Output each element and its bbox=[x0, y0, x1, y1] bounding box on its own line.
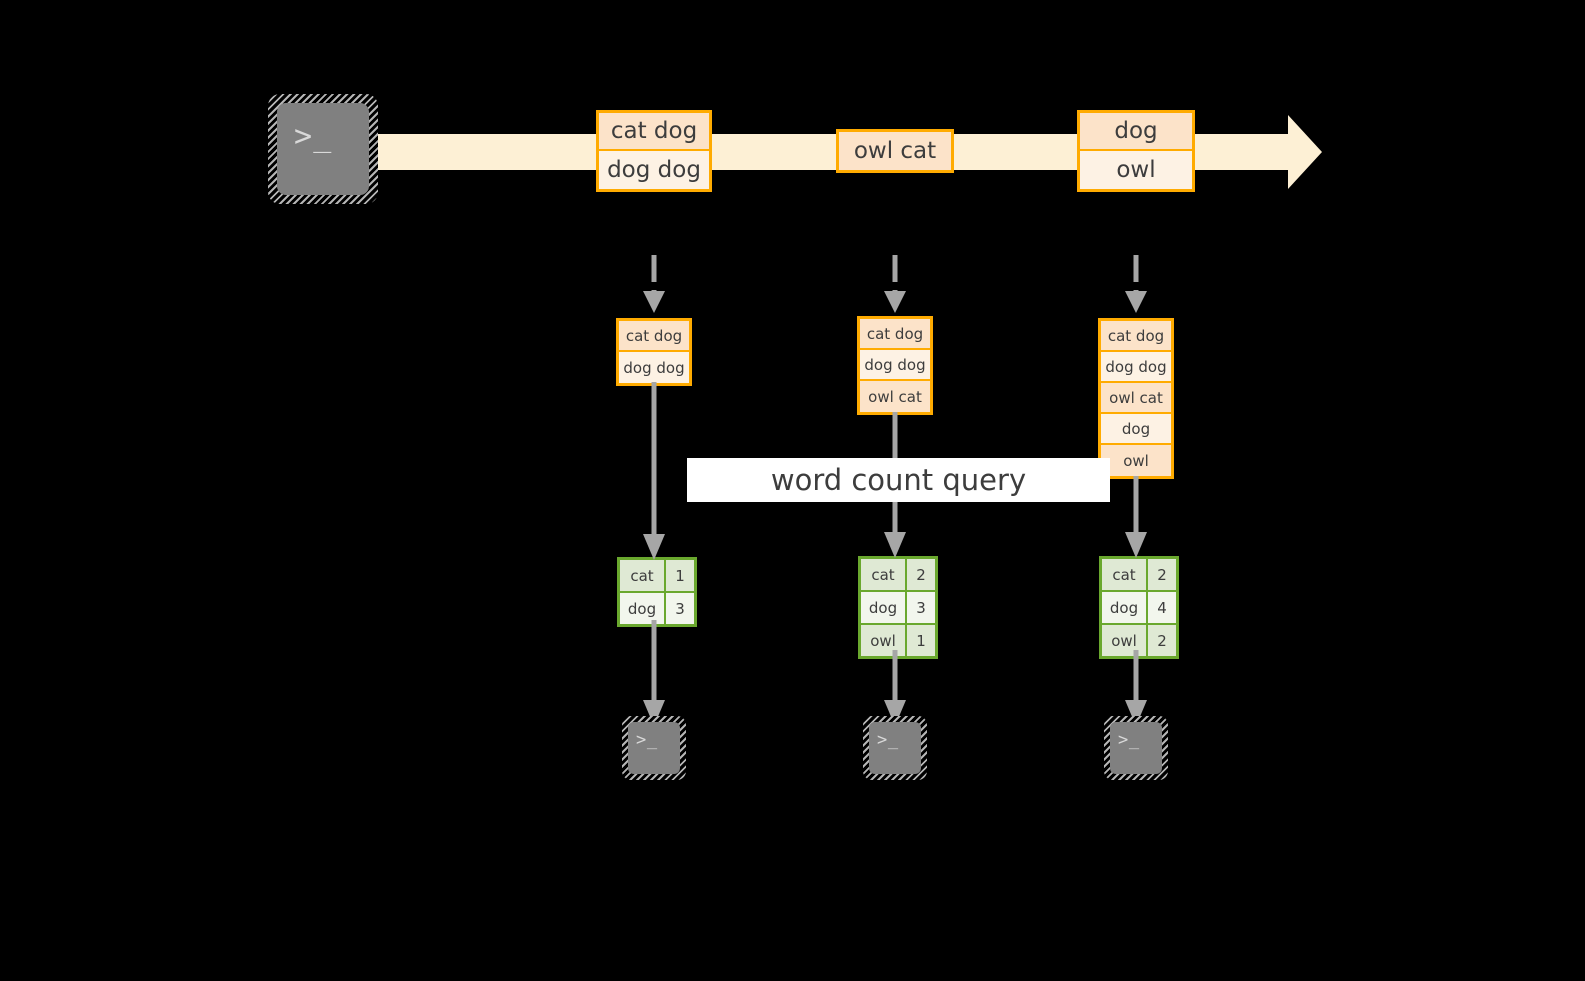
result-word: dog bbox=[861, 592, 907, 623]
snapshot-1-result-table: cat 1 dog 3 bbox=[617, 557, 697, 627]
buffer-line: owl cat bbox=[860, 381, 930, 412]
result-count: 2 bbox=[1148, 559, 1176, 590]
result-row: owl 1 bbox=[861, 625, 935, 656]
buffer-line: dog dog bbox=[1101, 352, 1171, 383]
result-word: dog bbox=[1102, 592, 1148, 623]
snapshot-2-sink-arrow bbox=[880, 650, 910, 728]
snapshot-2-sink-terminal-icon: >_ bbox=[863, 716, 927, 780]
snapshot-3-query-arrow bbox=[1121, 476, 1151, 560]
terminal-screen bbox=[277, 103, 369, 195]
result-row: dog 4 bbox=[1102, 592, 1176, 625]
result-row: owl 2 bbox=[1102, 625, 1176, 656]
snapshot-3-result-table: cat 2 dog 4 owl 2 bbox=[1099, 556, 1179, 659]
terminal-prompt-glyph: >_ bbox=[294, 119, 333, 154]
snapshot-1-buffer: cat dog dog dog bbox=[616, 318, 692, 386]
snapshot-3-buffer: cat dog dog dog owl cat dog owl bbox=[1098, 318, 1174, 479]
buffer-line: owl bbox=[1101, 445, 1171, 476]
snapshot-3-tap-arrow bbox=[1121, 255, 1151, 315]
snapshot-1-sink-arrow bbox=[639, 620, 669, 728]
result-row: cat 2 bbox=[861, 559, 935, 592]
snapshot-2-buffer: cat dog dog dog owl cat bbox=[857, 316, 933, 415]
terminal-screen bbox=[628, 722, 680, 774]
buffer-line: dog dog bbox=[860, 350, 930, 381]
stream-event-line: dog dog bbox=[599, 151, 709, 189]
buffer-line: cat dog bbox=[860, 319, 930, 350]
stream-event-line: dog bbox=[1080, 113, 1192, 151]
terminal-prompt-glyph: >_ bbox=[1118, 730, 1140, 750]
snapshot-2-result-table: cat 2 dog 3 owl 1 bbox=[858, 556, 938, 659]
result-count: 2 bbox=[907, 559, 935, 590]
result-count: 1 bbox=[666, 560, 694, 591]
query-label: word count query bbox=[687, 458, 1110, 502]
result-word: owl bbox=[1102, 625, 1148, 656]
result-count: 3 bbox=[907, 592, 935, 623]
result-word: cat bbox=[620, 560, 666, 591]
snapshot-2-tap-arrow bbox=[880, 255, 910, 315]
result-word: cat bbox=[1102, 559, 1148, 590]
buffer-line: owl cat bbox=[1101, 383, 1171, 414]
result-count: 1 bbox=[907, 625, 935, 656]
buffer-line: cat dog bbox=[1101, 321, 1171, 352]
source-terminal-icon: >_ bbox=[268, 94, 378, 204]
stream-event-line: cat dog bbox=[599, 113, 709, 151]
result-count: 2 bbox=[1148, 625, 1176, 656]
snapshot-1-tap-arrow bbox=[639, 255, 669, 315]
stream-event-group-2: owl cat bbox=[836, 129, 954, 173]
buffer-line: dog dog bbox=[619, 352, 689, 383]
result-word: owl bbox=[861, 625, 907, 656]
result-count: 4 bbox=[1148, 592, 1176, 623]
stream-event-group-3: dog owl bbox=[1077, 110, 1195, 192]
result-row: cat 1 bbox=[620, 560, 694, 593]
result-row: dog 3 bbox=[620, 593, 694, 624]
buffer-line: cat dog bbox=[619, 321, 689, 352]
result-row: cat 2 bbox=[1102, 559, 1176, 592]
terminal-prompt-glyph: >_ bbox=[877, 730, 899, 750]
terminal-screen bbox=[1110, 722, 1162, 774]
result-word: cat bbox=[861, 559, 907, 590]
stream-event-group-1: cat dog dog dog bbox=[596, 110, 712, 192]
stream-event-line: owl cat bbox=[839, 132, 951, 170]
terminal-screen bbox=[869, 722, 921, 774]
result-word: dog bbox=[620, 593, 666, 624]
result-row: dog 3 bbox=[861, 592, 935, 625]
snapshot-3-sink-arrow bbox=[1121, 650, 1151, 728]
stream-event-line: owl bbox=[1080, 151, 1192, 189]
result-count: 3 bbox=[666, 593, 694, 624]
snapshot-1-sink-terminal-icon: >_ bbox=[622, 716, 686, 780]
buffer-line: dog bbox=[1101, 414, 1171, 445]
snapshot-3-sink-terminal-icon: >_ bbox=[1104, 716, 1168, 780]
snapshot-1-query-arrow bbox=[639, 382, 669, 562]
terminal-prompt-glyph: >_ bbox=[636, 730, 658, 750]
